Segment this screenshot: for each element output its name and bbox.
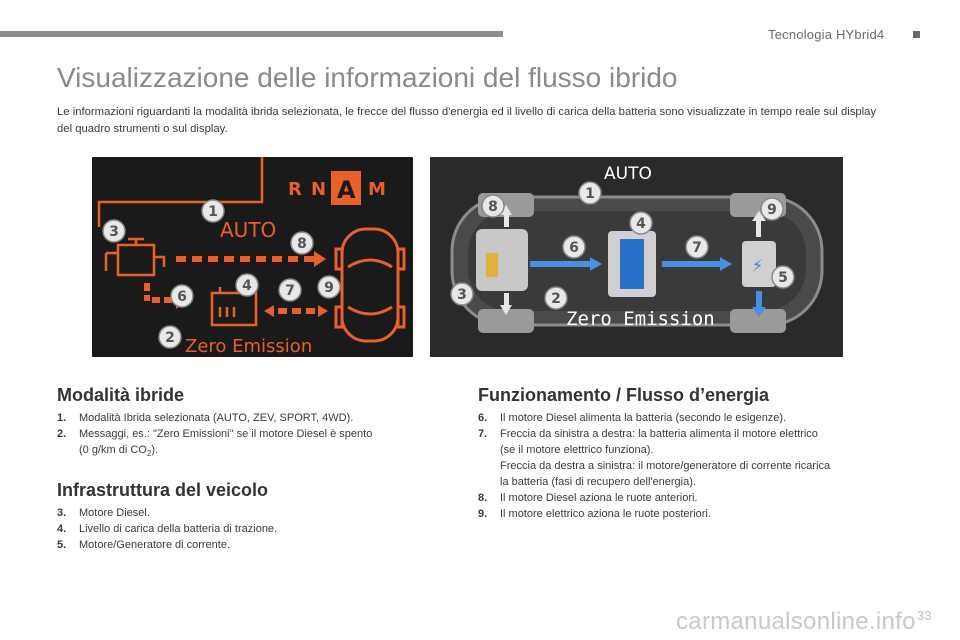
section-title-modalita: Modalità ibride <box>57 385 185 405</box>
list-infrastruttura: 3.Motore Diesel. 4.Livello di carica del… <box>57 505 427 553</box>
frame-line <box>97 157 264 227</box>
section-title-funzionamento: Funzionamento / Flusso d’energia <box>478 385 770 405</box>
callout-6: 6 <box>170 284 194 308</box>
gear-n: N <box>311 179 326 200</box>
page-title: Visualizzazione delle informazioni del f… <box>57 62 678 93</box>
callout-8: 8 <box>481 194 505 218</box>
svg-text:7: 7 <box>285 283 295 299</box>
svg-text:⚡: ⚡ <box>752 256 763 275</box>
mode-auto-text: AUTO <box>220 218 276 242</box>
svg-text:1: 1 <box>585 186 595 202</box>
callout-2: 2 <box>544 286 568 310</box>
callout-4: 4 <box>629 211 653 235</box>
list-item: 1.Modalità Ibrida selezionata (AUTO, ZEV… <box>57 412 354 424</box>
svg-text:6: 6 <box>569 240 579 256</box>
header-square-icon <box>913 31 920 38</box>
svg-text:7: 7 <box>692 240 702 256</box>
arrow-battery-to-motor <box>264 305 328 317</box>
instrument-cluster-display: R N A M AUTO <box>92 157 413 357</box>
svg-text:9: 9 <box>324 280 334 296</box>
svg-text:6: 6 <box>177 289 187 305</box>
callout-9: 9 <box>317 275 341 299</box>
battery-icon <box>608 231 656 297</box>
gear-a: A <box>337 176 356 204</box>
multifunction-display: ⚡ AUTO Zero Emission 1 2 3 4 5 6 7 8 9 <box>430 157 843 357</box>
energy-flow-arrows <box>530 257 766 317</box>
watermark: carmanualsonline.info <box>676 608 916 635</box>
list-funzionamento: 6.Il motore Diesel alimenta la batteria … <box>478 410 898 522</box>
list-item: 6.Il motore Diesel alimenta la batteria … <box>478 412 787 424</box>
list-item: 9.Il motore elettrico aziona le ruote po… <box>478 508 711 520</box>
list-item: 8.Il motore Diesel aziona le ruote anter… <box>478 492 698 504</box>
svg-text:3: 3 <box>109 224 119 240</box>
callout-3: 3 <box>450 282 474 306</box>
zero-emission-text: Zero Emission <box>185 336 312 357</box>
diesel-engine-icon <box>104 237 166 277</box>
callout-2: 2 <box>158 325 182 349</box>
section-title-infrastruttura: Infrastruttura del veicolo <box>57 480 269 500</box>
svg-text:4: 4 <box>636 216 646 232</box>
gear-r: R <box>288 179 302 200</box>
chapter-title: Tecnologia HYbrid4 <box>768 27 885 42</box>
page-number: 33 <box>917 608 932 623</box>
callout-5: 5 <box>771 265 795 289</box>
diesel-engine-icon <box>476 229 528 291</box>
callout-1: 1 <box>201 199 225 223</box>
gear-m: M <box>368 179 386 200</box>
callout-3: 3 <box>102 219 126 243</box>
svg-text:8: 8 <box>297 236 307 252</box>
arrow-engine-to-wheels <box>176 251 326 267</box>
list-item: 7.Freccia da sinistra a destra: la batte… <box>478 428 831 488</box>
car-outline-icon <box>334 227 406 343</box>
zero-emission-text: Zero Emission <box>566 308 715 330</box>
list-item: 2.Messaggi, es.: "Zero Emissioni" se il … <box>57 428 373 459</box>
intro-paragraph: Le informazioni riguardanti la modalità … <box>57 106 877 135</box>
svg-text:2: 2 <box>551 291 561 307</box>
svg-text:3: 3 <box>457 287 467 303</box>
mode-auto-text: AUTO <box>604 164 652 184</box>
active-gear-box <box>331 171 361 205</box>
svg-text:2: 2 <box>165 330 175 346</box>
callout-1: 1 <box>578 181 602 205</box>
list-item: 5.Motore/Generatore di corrente. <box>57 539 231 551</box>
callout-9: 9 <box>760 197 784 221</box>
svg-text:9: 9 <box>767 202 777 218</box>
svg-text:5: 5 <box>778 270 788 286</box>
callout-6: 6 <box>562 235 586 259</box>
svg-text:4: 4 <box>242 278 252 294</box>
callout-4: 4 <box>235 273 259 297</box>
electric-motor-icon: ⚡ <box>742 241 776 287</box>
list-item: 4.Livello di carica della batteria di tr… <box>57 523 278 535</box>
list-item: 3.Motore Diesel. <box>57 507 150 519</box>
svg-text:1: 1 <box>208 204 218 220</box>
callout-7: 7 <box>685 235 709 259</box>
callout-8: 8 <box>290 231 314 255</box>
svg-text:8: 8 <box>488 199 498 215</box>
header-bar <box>0 31 503 37</box>
callout-7: 7 <box>278 278 302 302</box>
list-modalita: 1.Modalità Ibrida selezionata (AUTO, ZEV… <box>57 410 427 462</box>
